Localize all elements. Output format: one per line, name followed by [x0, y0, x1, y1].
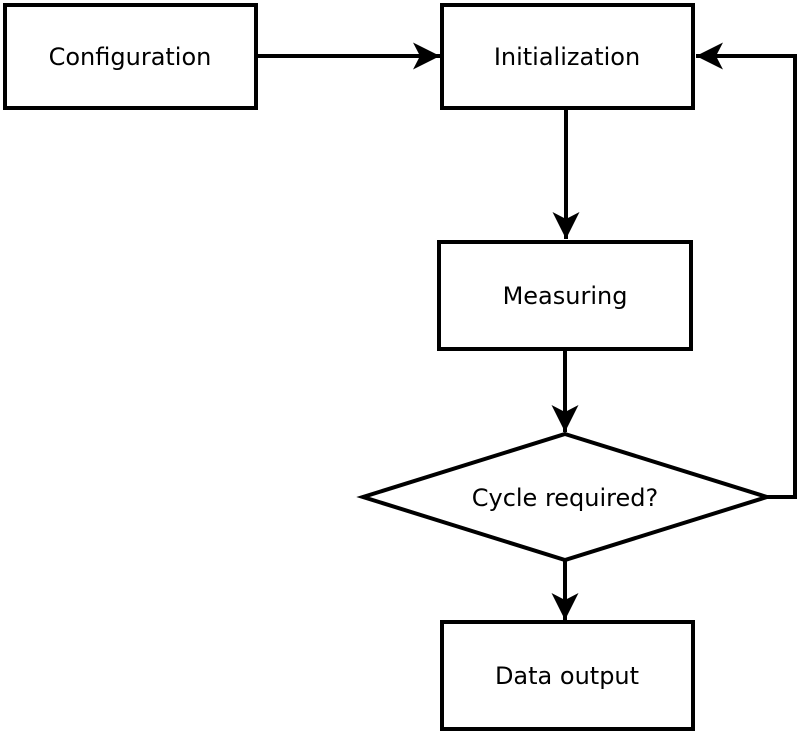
node-data-output [440, 620, 695, 731]
edge-cycle-required-to-initialization-loop [696, 42, 797, 499]
node-initialization [440, 3, 695, 110]
node-cycle-required-label: Cycle required? [472, 484, 659, 512]
node-measuring [437, 240, 693, 351]
node-cycle-required [356, 431, 774, 563]
node-data-output-label: Data output [495, 662, 639, 690]
node-configuration-label: Configuration [49, 43, 212, 71]
node-measuring-label: Measuring [503, 282, 628, 310]
node-configuration [3, 3, 258, 110]
node-initialization-label: Initialization [494, 43, 640, 71]
